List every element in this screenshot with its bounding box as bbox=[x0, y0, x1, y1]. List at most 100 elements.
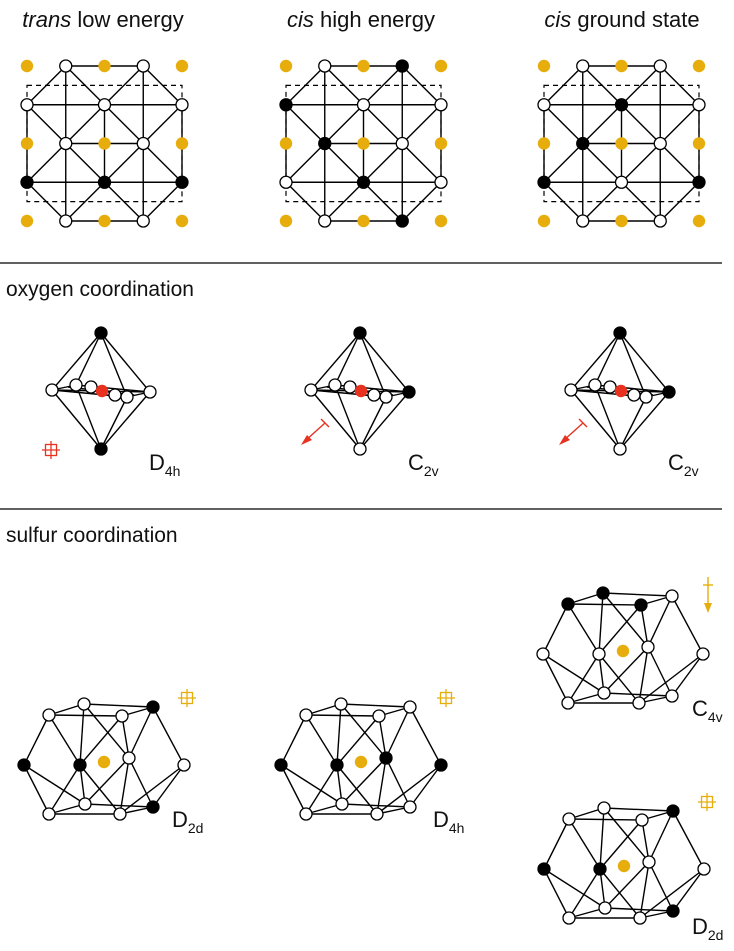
ligand-atom bbox=[665, 689, 679, 703]
ligand-atom bbox=[379, 390, 393, 404]
bond-line bbox=[671, 653, 704, 697]
bond-line bbox=[340, 703, 387, 759]
metal-atom bbox=[175, 214, 189, 228]
coordination-polyhedron bbox=[17, 697, 191, 821]
metal-atom bbox=[357, 59, 370, 73]
ligand-atom bbox=[562, 812, 576, 826]
square-cross-icon bbox=[42, 441, 60, 459]
symmetry-label: C4v bbox=[692, 696, 723, 725]
bond-line bbox=[119, 764, 185, 815]
bond-line bbox=[48, 714, 81, 766]
bond-line bbox=[409, 764, 442, 808]
bond-line bbox=[104, 181, 144, 222]
bond-line bbox=[378, 715, 387, 759]
bond-line bbox=[363, 181, 403, 222]
lattice-panel bbox=[537, 59, 706, 228]
ligand-atom bbox=[665, 589, 679, 603]
bond-line bbox=[582, 104, 622, 144]
bond-line bbox=[26, 181, 67, 222]
bond-line bbox=[659, 143, 700, 183]
bond-line bbox=[376, 757, 387, 815]
bond-line bbox=[363, 143, 403, 183]
bond-line bbox=[639, 868, 705, 919]
ligand-atom bbox=[372, 709, 386, 723]
bond-line bbox=[570, 332, 621, 391]
panel-title-rest: ground state bbox=[571, 7, 699, 32]
metal-atom bbox=[537, 214, 551, 228]
ligand-atom bbox=[42, 708, 56, 722]
bond-line bbox=[142, 104, 183, 144]
bond-line bbox=[543, 868, 606, 909]
ligand-atom bbox=[603, 380, 617, 394]
ligand-atom bbox=[279, 175, 293, 189]
bond-line bbox=[65, 65, 105, 106]
bond-line bbox=[621, 143, 661, 183]
ligand-atom bbox=[598, 901, 612, 915]
bond-line bbox=[619, 332, 647, 398]
ligand-atom bbox=[403, 800, 417, 814]
metal-atom bbox=[175, 137, 189, 150]
bond-line bbox=[128, 757, 154, 808]
ligand-atom bbox=[84, 380, 98, 394]
ligand-atom bbox=[318, 214, 332, 228]
ligand-atom bbox=[136, 214, 150, 228]
bond-line bbox=[401, 181, 442, 222]
ligand-atom bbox=[662, 385, 676, 399]
bond-line bbox=[363, 65, 403, 106]
symmetry-main: D bbox=[172, 807, 188, 832]
bond-line bbox=[285, 143, 326, 183]
bond-line bbox=[619, 391, 670, 450]
ligand-atom bbox=[77, 697, 91, 711]
symmetry-label: D4h bbox=[433, 807, 464, 836]
bond-line bbox=[79, 715, 123, 766]
octahedron bbox=[564, 326, 676, 456]
ligand-atom bbox=[59, 59, 73, 73]
bond-line bbox=[567, 603, 642, 606]
bond-line bbox=[142, 143, 183, 183]
center-atom bbox=[614, 384, 628, 398]
metal-atom bbox=[434, 59, 448, 73]
ligand-atom bbox=[639, 390, 653, 404]
bond-line bbox=[385, 757, 411, 808]
bond-line bbox=[152, 764, 185, 808]
bond-line bbox=[83, 703, 154, 708]
bond-line bbox=[305, 714, 338, 766]
ligand-atom bbox=[59, 136, 73, 151]
symmetry-sub: 4h bbox=[449, 820, 465, 836]
bond-line bbox=[128, 706, 154, 759]
bond-line bbox=[568, 818, 601, 870]
ligand-atom bbox=[597, 686, 611, 700]
oxygen-section-title: oxygen coordination bbox=[6, 278, 194, 301]
bond-line bbox=[341, 757, 387, 805]
ligand-atom bbox=[627, 388, 641, 402]
ligand-atom bbox=[97, 175, 112, 189]
ligand-atom bbox=[434, 98, 448, 112]
bond-line bbox=[619, 332, 670, 393]
lattice-panel bbox=[20, 59, 189, 228]
bond-line bbox=[603, 646, 649, 694]
ligand-atom bbox=[402, 385, 416, 399]
bond-line bbox=[648, 861, 674, 912]
ligand-atom bbox=[613, 442, 627, 456]
ligand-atom bbox=[692, 98, 706, 112]
bond-line bbox=[603, 807, 650, 863]
ligand-atom bbox=[379, 751, 393, 765]
bond-line bbox=[543, 104, 584, 144]
ligand-atom bbox=[177, 758, 191, 772]
bond-line bbox=[119, 757, 130, 815]
symmetry-main: C bbox=[692, 696, 708, 721]
ligand-atom bbox=[633, 911, 647, 925]
bond-line bbox=[604, 907, 674, 912]
metal-atom bbox=[98, 214, 111, 228]
bond-line bbox=[305, 764, 338, 815]
symmetry-sub: 2d bbox=[708, 927, 724, 943]
bond-line bbox=[310, 389, 361, 450]
bond-line bbox=[641, 819, 650, 863]
bond-line bbox=[336, 703, 342, 766]
bond-line bbox=[84, 803, 154, 808]
symmetry-main: C bbox=[408, 450, 424, 475]
ligand-atom bbox=[318, 59, 332, 73]
bond-line bbox=[543, 181, 584, 222]
bond-line bbox=[582, 65, 622, 106]
